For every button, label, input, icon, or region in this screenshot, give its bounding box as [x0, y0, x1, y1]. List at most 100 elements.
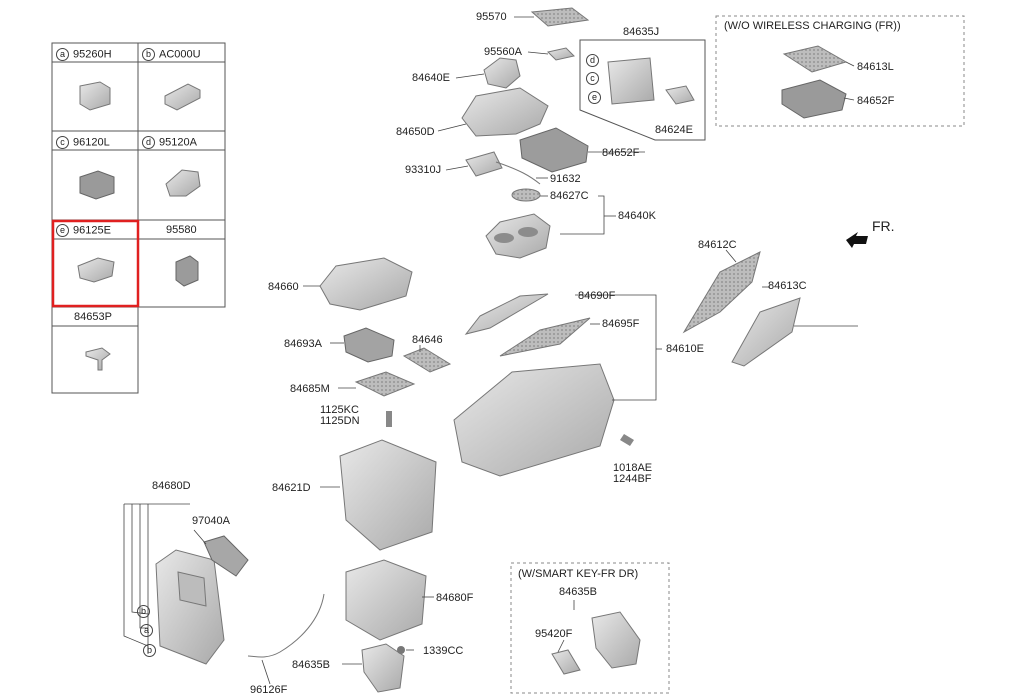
callout-84660: 84660	[268, 281, 299, 293]
part-84635B-bracket	[361, 643, 405, 693]
legend-cell-e-header: e 96125E	[56, 224, 111, 237]
ref-c: c	[586, 72, 603, 85]
part-96120L-icon	[79, 170, 115, 200]
callout-84624E: 84624E	[655, 124, 693, 136]
callout-84610E: 84610E	[666, 343, 704, 355]
wireless-box-title: (W/O WIRELESS CHARGING (FR))	[724, 20, 901, 32]
ref-b-lower: b	[143, 644, 160, 657]
ref-letter: e	[588, 91, 601, 104]
nut-1339CC-icon	[397, 646, 405, 654]
callout-84652F: 84652F	[602, 147, 640, 159]
part-95560A	[547, 47, 575, 61]
ref-e: e	[588, 91, 605, 104]
front-direction-arrow-icon	[846, 232, 868, 248]
part-95260H-icon	[79, 81, 111, 111]
callout-95420F: 95420F	[535, 628, 573, 640]
callout-91632: 91632	[550, 173, 581, 185]
callout-84627C: 84627C	[550, 190, 589, 202]
callout-84680F: 84680F	[436, 592, 474, 604]
legend-cell-c-header: c 96120L	[56, 136, 110, 149]
ref-letter: b	[137, 605, 150, 618]
callout-1018AE: 1018AE	[613, 462, 653, 474]
part-95570-pad	[530, 7, 590, 27]
callout-1244BF: 1244BF	[613, 473, 652, 485]
callout-84635B-smartkey: 84635B	[559, 586, 597, 598]
callout-96126F: 96126F	[250, 684, 288, 696]
part-93310J-module	[465, 151, 541, 185]
callout-97040A: 97040A	[192, 515, 230, 527]
callout-84685M: 84685M	[290, 383, 330, 395]
part-number: 84653P	[74, 311, 112, 323]
part-84650D-upper-cover	[461, 87, 549, 137]
highlight-box	[51, 219, 140, 308]
bolt-1125KC-icon	[386, 411, 392, 427]
smartkey-bracket	[591, 611, 641, 669]
callout-93310J: 93310J	[405, 164, 442, 176]
part-84652F-tray	[519, 127, 589, 173]
ref-letter: c	[586, 72, 599, 85]
callout-84680D: 84680D	[152, 480, 191, 492]
smartkey-box-frame	[510, 562, 670, 694]
legend-cell-a-header: a 95260H	[56, 48, 112, 61]
callout-84646: 84646	[412, 334, 443, 346]
part-number: 96120L	[73, 136, 110, 149]
callout-84690F: 84690F	[578, 290, 616, 302]
callout-84640E: 84640E	[412, 72, 450, 84]
part-number: 95260H	[73, 48, 112, 61]
part-84693A-tray	[343, 327, 395, 363]
front-direction-label: FR.	[872, 218, 895, 234]
part-number: 95580	[166, 224, 197, 236]
ref-letter: a	[56, 48, 69, 61]
ref-letter: d	[586, 54, 599, 67]
part-95120A-icon	[165, 169, 201, 197]
part-AC000U-icon	[164, 83, 201, 111]
callout-84613C: 84613C	[768, 280, 807, 292]
part-84680F-storage	[345, 559, 427, 641]
part-97040A-vent	[203, 535, 249, 577]
ref-b-upper: b	[137, 605, 154, 618]
part-84660-armrest	[319, 257, 413, 311]
ref-a: a	[140, 624, 157, 637]
legend-cell-95580-header: 95580	[166, 224, 197, 236]
callout-84640K: 84640K	[618, 210, 656, 222]
callout-84621D: 84621D	[272, 482, 311, 494]
switch-assembly-frame	[579, 39, 706, 141]
smartkey-antenna	[551, 649, 581, 675]
wireless-box-frame	[715, 15, 965, 127]
part-number: AC000U	[159, 48, 201, 61]
part-84627C-mat	[511, 188, 541, 202]
part-84640E-boot	[483, 57, 521, 89]
ref-letter: e	[56, 224, 69, 237]
callout-1125KC: 1125KC	[320, 404, 359, 416]
callout-1339CC: 1339CC	[423, 645, 464, 657]
part-84652F-alt-tray	[781, 79, 847, 119]
part-84613L-pad	[782, 45, 848, 73]
callout-1125DN: 1125DN	[320, 415, 360, 427]
ref-letter: a	[140, 624, 153, 637]
callout-84695F: 84695F	[602, 318, 640, 330]
part-84653P-icon	[85, 347, 111, 371]
callout-84693A: 84693A	[284, 338, 322, 350]
part-96125E-icon	[77, 257, 115, 283]
part-84680D-front-panel	[155, 549, 225, 665]
ref-letter: c	[56, 136, 69, 149]
part-84610E-console-body	[453, 293, 615, 477]
callout-84652F-alt: 84652F	[857, 95, 895, 107]
ref-letter: b	[143, 644, 156, 657]
callout-84650D: 84650D	[396, 126, 435, 138]
screw-1018AE-icon	[620, 434, 634, 446]
callout-84635B: 84635B	[292, 659, 330, 671]
callout-95570: 95570	[476, 11, 507, 23]
part-84612C-side-panel	[682, 251, 761, 334]
part-84685M-mat	[354, 371, 416, 397]
part-number: 96125E	[73, 224, 111, 237]
legend-cell-84653P-header: 84653P	[74, 311, 112, 323]
legend-table	[51, 42, 226, 394]
part-number: 95120A	[159, 136, 197, 149]
callout-84613L: 84613L	[857, 61, 894, 73]
switch-panel-84635J	[607, 57, 655, 105]
wire-96126F	[247, 593, 325, 658]
part-84613C-side-panel	[731, 297, 801, 367]
